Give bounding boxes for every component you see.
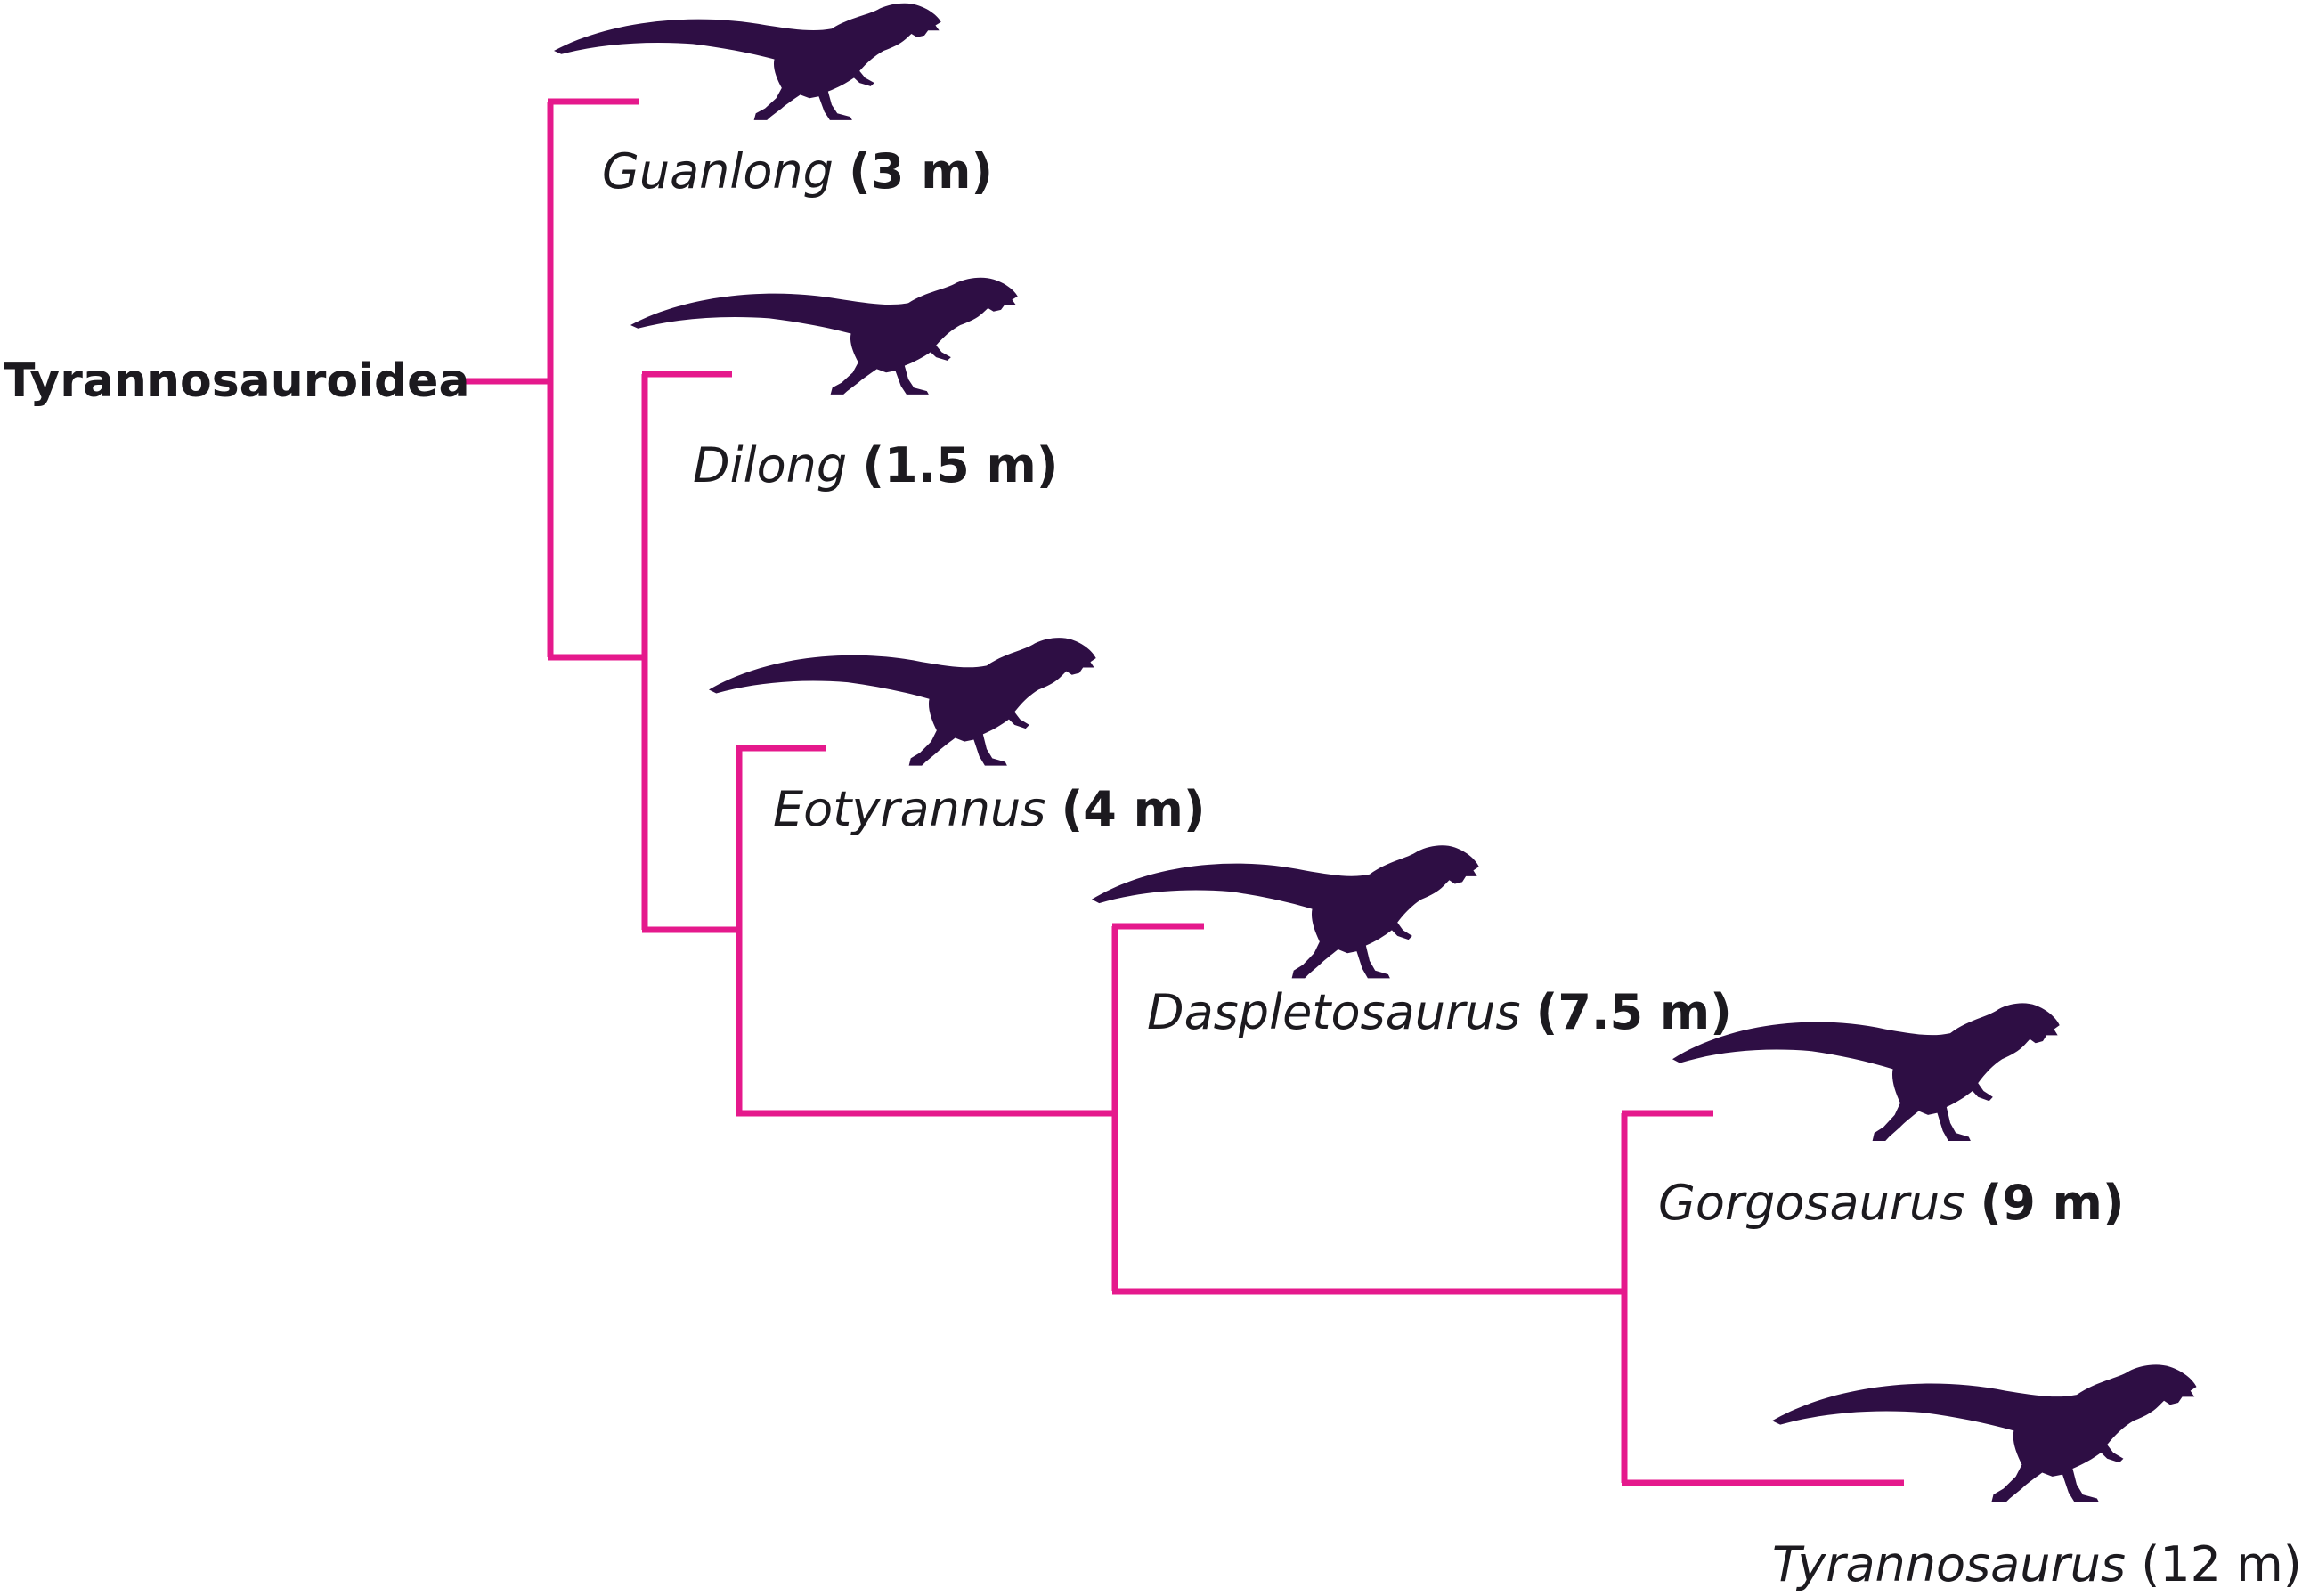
taxon-label-guanlong: Guanlong (3 m) (602, 148, 993, 196)
taxon-size: (1.5 m) (862, 437, 1059, 493)
taxon-size: (7.5 m) (1535, 984, 1732, 1040)
taxon-size: (9 m) (1980, 1175, 2125, 1231)
taxon-name: Tyrannosaurus (1772, 1536, 2127, 1592)
taxon-name: Dilong (693, 437, 848, 493)
taxon-name: Daspletosaurus (1147, 984, 1521, 1040)
taxon-label-dilong: Dilong (1.5 m) (693, 442, 1058, 490)
taxon-label-gorgosaurus: Gorgosaurus (9 m) (1658, 1179, 2125, 1227)
taxon-name: Guanlong (602, 143, 834, 200)
taxon-name: Gorgosaurus (1658, 1175, 1965, 1231)
taxon-label-tyrannosaurus: Tyrannosaurus (12 m) (1772, 1541, 2302, 1589)
daspletosaurus-silhouette (1092, 845, 1479, 979)
silhouettes (554, 3, 2197, 1503)
taxon-size: (12 m) (2141, 1536, 2302, 1592)
taxon-size: (3 m) (849, 143, 994, 200)
tree-branches (460, 98, 1904, 1486)
taxon-size: (4 m) (1061, 781, 1206, 837)
taxon-label-daspletosaurus: Daspletosaurus (7.5 m) (1147, 989, 1732, 1037)
taxon-name: Eotyrannus (773, 781, 1046, 837)
root-clade-label: Tyrannosauroidea (4, 354, 470, 408)
taxon-label-eotyrannus: Eotyrannus (4 m) (773, 786, 1206, 834)
